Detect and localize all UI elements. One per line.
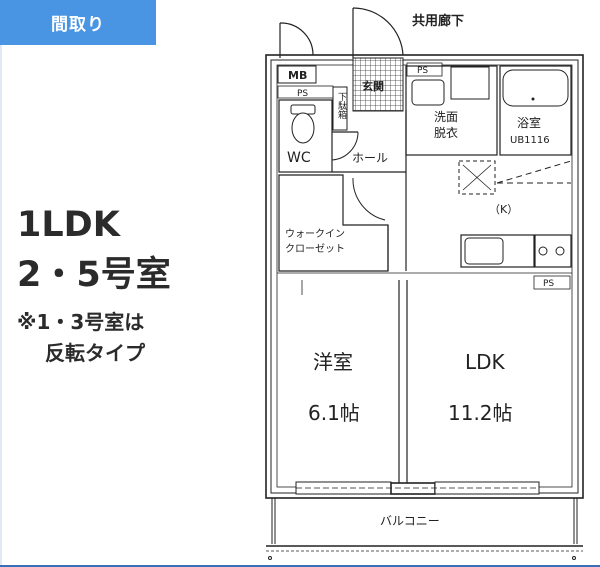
ps-left-box: PS	[277, 85, 334, 99]
washroom: 洗面 脱衣	[405, 65, 498, 156]
svg-text:下駄箱: 下駄箱	[336, 92, 347, 120]
western-room-label: 洋室	[313, 350, 353, 374]
ps-mid-box: PS	[406, 62, 443, 77]
svg-text:PS: PS	[297, 89, 308, 99]
entrance-tile-area: 玄関	[352, 57, 404, 112]
header-label: 間取り	[51, 15, 105, 35]
svg-text:UB1116: UB1116	[510, 135, 550, 146]
shoe-box: 下駄箱	[332, 86, 348, 131]
entrance-door	[352, 7, 404, 58]
mb-door	[279, 22, 314, 58]
hall-label: ホール	[352, 151, 388, 165]
closet-label-line1: ウォークイン	[285, 228, 345, 240]
svg-text:洗面: 洗面	[434, 110, 458, 124]
svg-text:玄関: 玄関	[362, 79, 384, 93]
svg-text:PS: PS	[543, 279, 554, 289]
layout-type: 1LDK	[17, 205, 120, 245]
svg-text:MB: MB	[288, 69, 307, 82]
walk-in-closet	[278, 172, 407, 272]
ldk-label: LDK	[465, 350, 506, 374]
wc-room: WC	[278, 99, 333, 173]
ldk-size: 11.2帖	[448, 401, 513, 425]
reverse-note-line1: ※1・3号室は	[17, 310, 145, 334]
closet-label-line2: クローゼット	[285, 243, 345, 255]
balcony-windows	[295, 481, 540, 495]
mb-box: MB	[277, 65, 317, 84]
room-numbers: 2・5号室	[17, 255, 171, 295]
left-edge-strip	[0, 45, 2, 567]
kitchen-label: （K）	[489, 203, 518, 216]
reverse-note-line2: 反転タイプ	[45, 341, 145, 365]
ps-kitchen-box: PS	[533, 275, 571, 290]
bottom-border	[0, 565, 600, 567]
corridor-label: 共用廊下	[412, 13, 464, 29]
balcony	[266, 498, 583, 560]
svg-text:PS: PS	[417, 66, 428, 76]
svg-text:浴室: 浴室	[517, 115, 541, 130]
bathroom: 浴室 UB1116	[499, 65, 572, 156]
interior-walls	[277, 272, 572, 483]
svg-text:脱衣: 脱衣	[434, 125, 458, 140]
floor-plan-header-tab: 間取り	[0, 0, 156, 45]
balcony-label: バルコニー	[380, 514, 440, 528]
western-room-size: 6.1帖	[308, 401, 360, 425]
svg-text:WC: WC	[287, 150, 311, 166]
kitchen-area	[458, 160, 572, 268]
